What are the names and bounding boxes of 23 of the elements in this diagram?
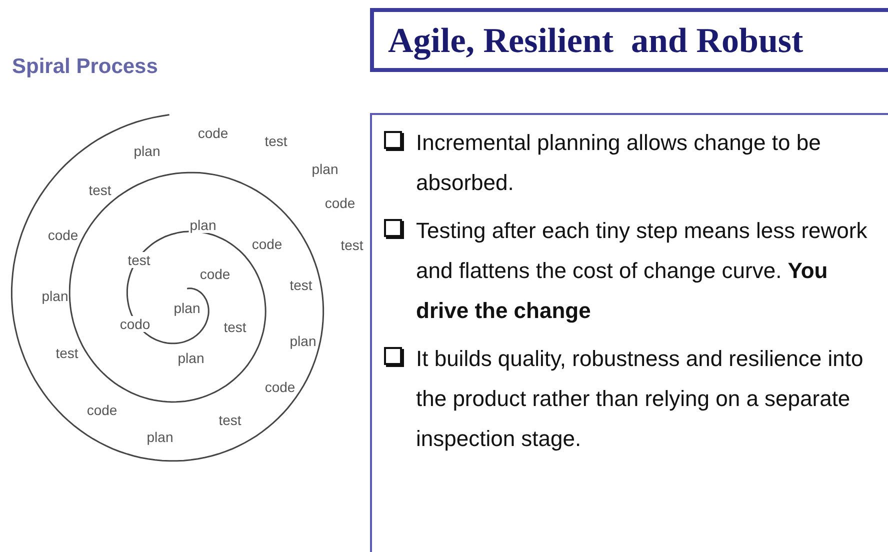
bullet-text: Testing after each tiny step means less rework and flattens the cost of change curve. You drive the change bbox=[416, 217, 868, 325]
spiral-label: test bbox=[126, 252, 152, 268]
spiral-label: code bbox=[198, 266, 232, 282]
text-panel bbox=[370, 113, 888, 552]
bullet-text: Incremental planning allows change to be absorbed. bbox=[416, 129, 822, 197]
spiral-label: code bbox=[264, 379, 296, 395]
diagram-heading: Spiral Process bbox=[12, 55, 158, 79]
spiral-label: plan bbox=[172, 300, 202, 316]
spiral-label: codo bbox=[118, 316, 152, 332]
spiral-label: plan bbox=[146, 429, 174, 445]
spiral-label: code bbox=[86, 402, 118, 418]
spiral-label: plan bbox=[132, 143, 162, 159]
spiral-label: code bbox=[196, 125, 230, 141]
spiral-label: code bbox=[324, 195, 356, 211]
bullet-text: It builds quality, robustness and resilience into the product rather than relying on a separate inspection stage. bbox=[416, 345, 864, 453]
spiral-label: plan bbox=[310, 161, 340, 177]
spiral-label: plan bbox=[288, 333, 318, 349]
slide-title: Agile, Resilient and Robust bbox=[370, 8, 888, 72]
spiral-label: code bbox=[250, 236, 284, 252]
spiral-label: plan bbox=[176, 350, 206, 366]
spiral-label: plan bbox=[40, 288, 70, 304]
spiral-label: code bbox=[46, 227, 80, 243]
spiral-label: plan bbox=[188, 217, 218, 233]
